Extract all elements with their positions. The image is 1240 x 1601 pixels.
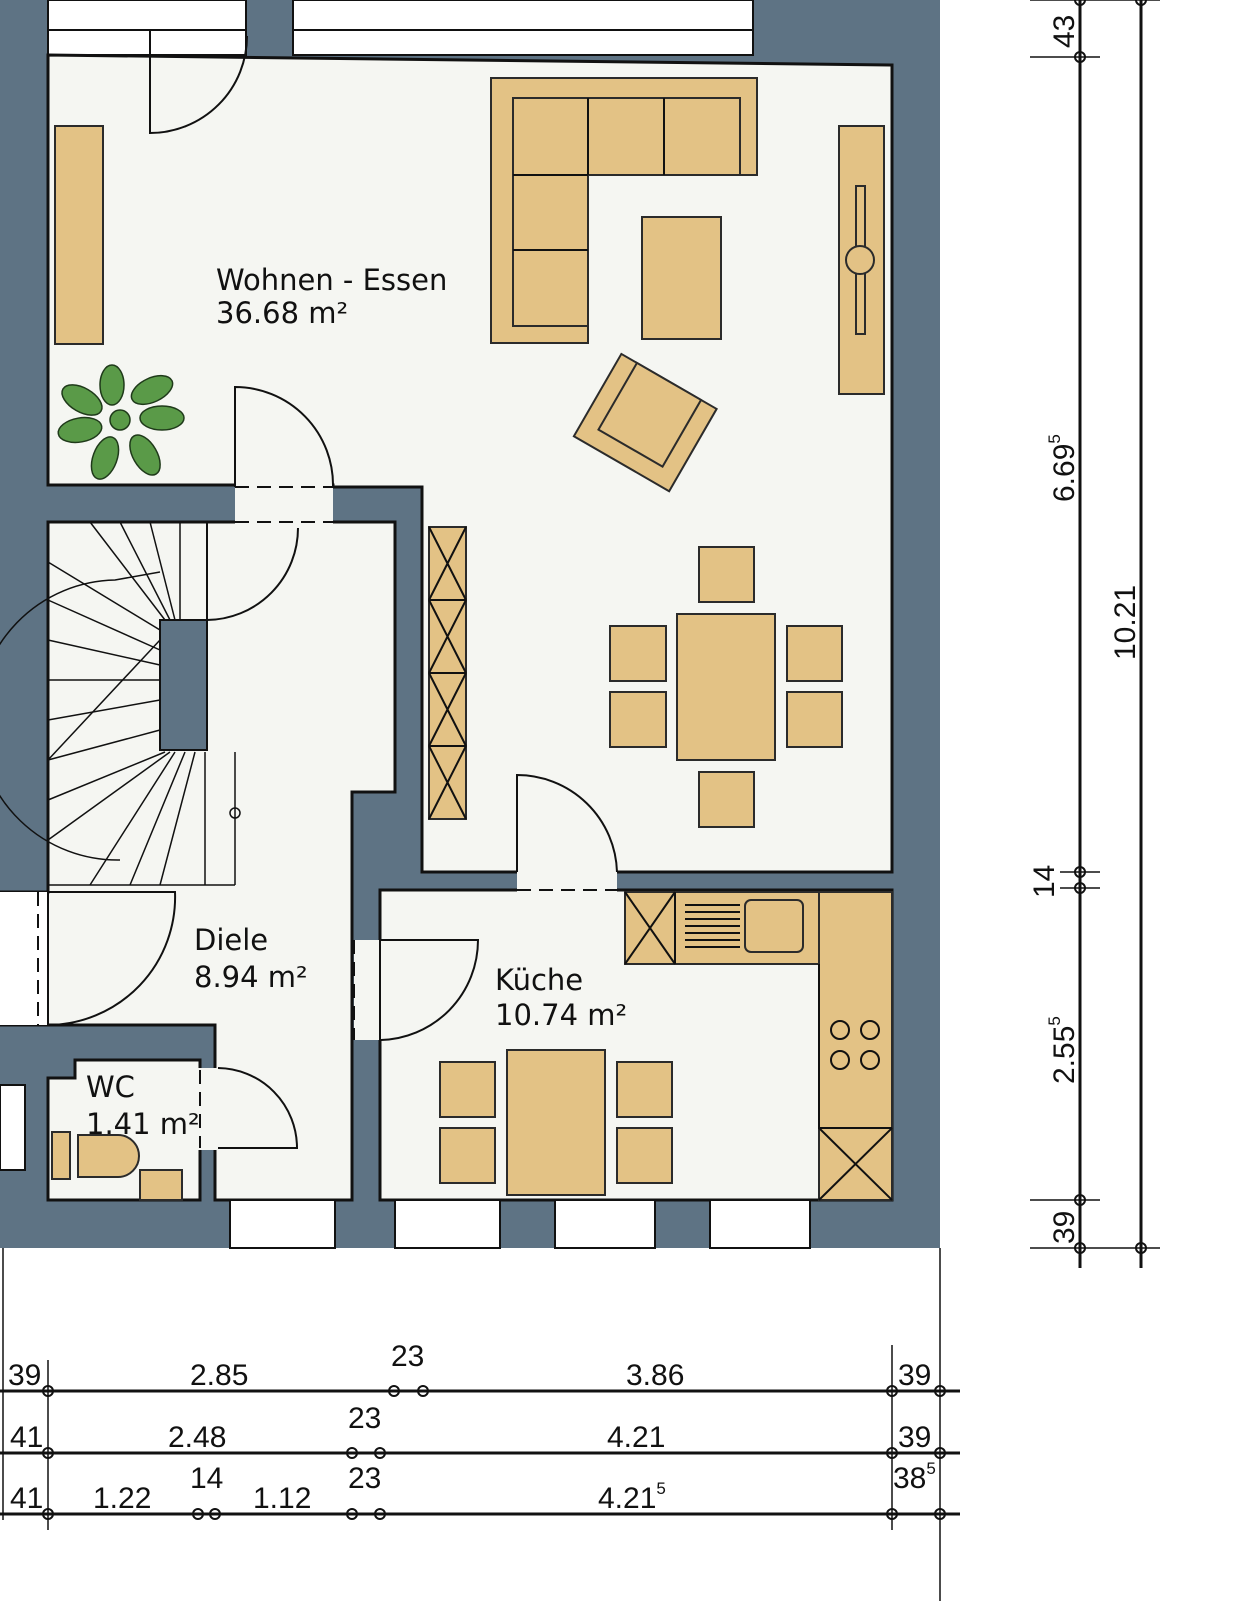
dim-row1-e: 39: [898, 1359, 931, 1392]
dim-row2-c: 23: [348, 1402, 381, 1435]
staircase: [0, 521, 241, 886]
furniture: [51, 77, 893, 1201]
kitchen-table: [506, 1049, 606, 1196]
dim-vert-a: 43: [1048, 15, 1081, 48]
toilet: [77, 1134, 140, 1178]
wc-basin: [139, 1169, 183, 1201]
dim-row3-e: 23: [348, 1462, 381, 1495]
dim-row2-e: 39: [898, 1421, 931, 1454]
coffee-table: [641, 216, 722, 340]
dim-vert-d: 2.555: [1045, 1016, 1081, 1084]
dim-vert-e: 39: [1048, 1211, 1081, 1244]
room-area-kueche: 10.74 m²: [495, 998, 627, 1032]
dim-row1-a: 39: [8, 1359, 41, 1392]
dim-row3-c: 14: [190, 1462, 223, 1495]
room-name-diele: Diele: [194, 923, 268, 957]
dim-row2-b: 2.48: [168, 1421, 226, 1454]
dim-vert-b: 6.695: [1045, 434, 1081, 502]
sideboard-left: [54, 125, 104, 345]
sink: [744, 899, 804, 953]
dim-row1-b: 2.85: [190, 1359, 248, 1392]
stair-core-wall: [159, 619, 208, 751]
dim-row3-d: 1.12: [253, 1482, 311, 1515]
dim-vert-c: 14: [1028, 865, 1061, 898]
dim-row3-a: 41: [10, 1482, 43, 1515]
dim-row3-f: 4.215: [598, 1479, 666, 1515]
dimension-lines: [0, 0, 1147, 1520]
room-name-wohnen: Wohnen - Essen: [216, 263, 447, 297]
window-top-right: [292, 0, 754, 56]
dim-row3-b: 1.22: [93, 1482, 151, 1515]
room-area-wc: 1.41 m²: [86, 1107, 200, 1141]
dim-row3-g: 385: [893, 1459, 936, 1495]
room-name-wc: WC: [86, 1070, 135, 1104]
toilet-tank: [51, 1131, 71, 1180]
dim-row1-c: 23: [391, 1340, 424, 1373]
room-name-kueche: Küche: [495, 963, 583, 997]
dim-vert-total: 10.21: [1109, 585, 1142, 660]
window-wc: [0, 1084, 26, 1171]
stove: [830, 1020, 880, 1070]
dim-row1-d: 3.86: [626, 1359, 684, 1392]
dining-table: [676, 613, 776, 761]
doors: [37, 30, 618, 1149]
dim-row2-d: 4.21: [607, 1421, 665, 1454]
window-top-left: [47, 0, 247, 56]
dim-row2-a: 41: [10, 1421, 43, 1454]
plant-icon: [57, 364, 185, 480]
room-area-diele: 8.94 m²: [194, 960, 308, 994]
bottom-windows: [229, 1199, 811, 1249]
room-area-wohnen: 36.68 m²: [216, 296, 348, 330]
